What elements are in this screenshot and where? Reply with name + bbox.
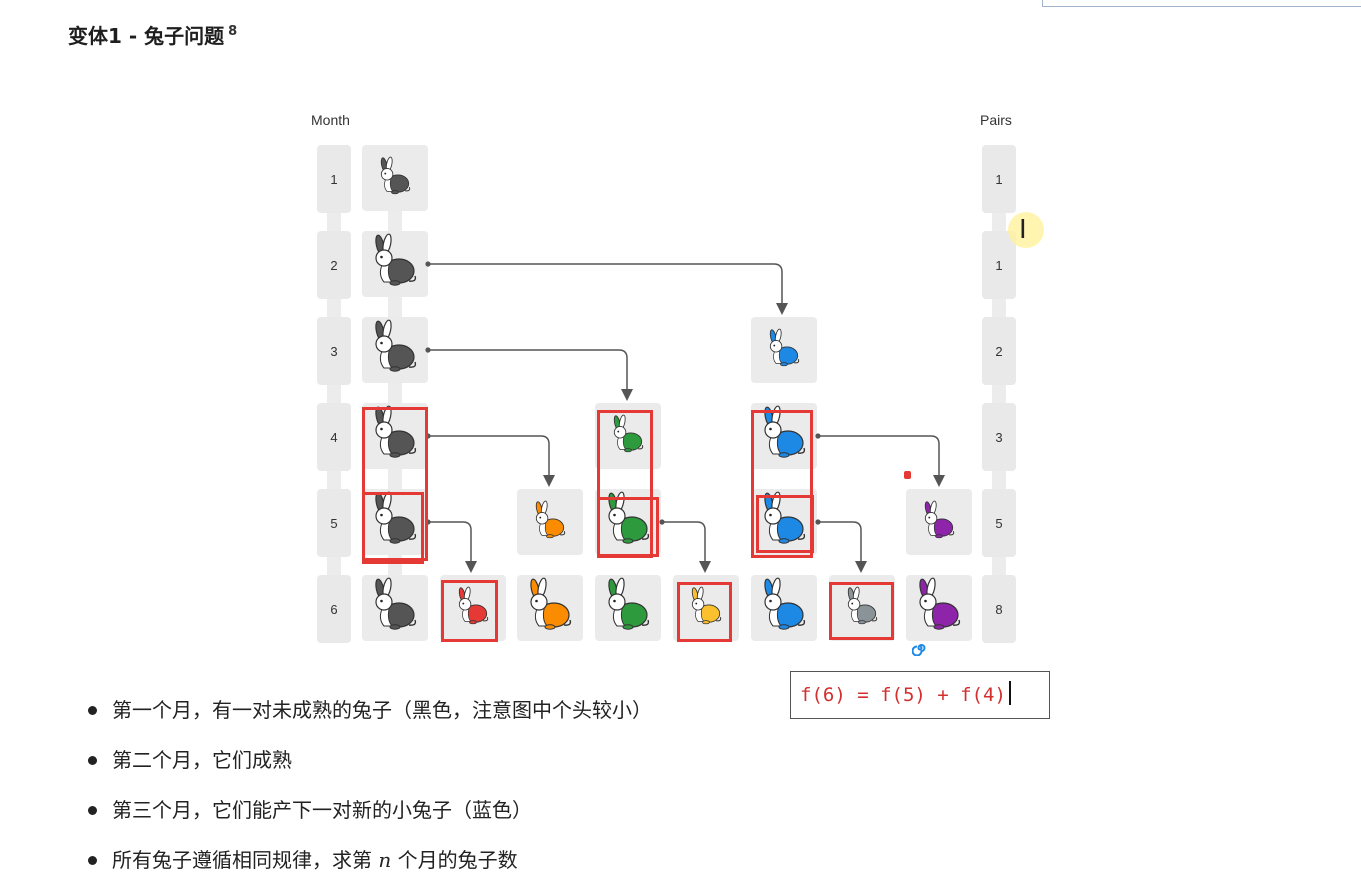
birth-arrow bbox=[818, 435, 945, 487]
month-cell: 1 bbox=[317, 145, 351, 213]
variable-n: n bbox=[378, 848, 392, 872]
rabbit-tile bbox=[595, 489, 661, 555]
month-column-header: Month bbox=[311, 112, 350, 128]
cursor-highlight bbox=[1008, 212, 1044, 248]
month-cell: 6 bbox=[317, 575, 351, 643]
rabbit-tile bbox=[362, 317, 428, 383]
rabbit-tile bbox=[362, 575, 428, 641]
birth-arrow bbox=[428, 263, 788, 315]
rabbit-tile bbox=[362, 489, 428, 555]
top-input-box-edge bbox=[1042, 0, 1361, 7]
rabbit-icon bbox=[924, 500, 955, 539]
rabbit-icon bbox=[608, 577, 650, 630]
birth-arrow bbox=[428, 435, 555, 487]
bullet-text: 个月的兔子数 bbox=[391, 848, 518, 872]
rabbit-icon bbox=[375, 319, 417, 372]
rabbit-tile bbox=[362, 145, 428, 211]
arrow-origin-dot bbox=[425, 347, 431, 353]
rabbit-icon bbox=[764, 491, 806, 544]
rabbit-tile bbox=[362, 231, 428, 297]
section-title-text: 变体1 - 兔子问题 bbox=[68, 24, 225, 48]
footnote-marker[interactable]: 8 bbox=[228, 24, 238, 40]
month-cell: 2 bbox=[317, 231, 351, 299]
arrow-origin-dot bbox=[425, 261, 431, 267]
bullet-text: 所有兔子遵循相同规律，求第 bbox=[112, 848, 379, 872]
bullet-item: 所有兔子遵循相同规律，求第 n 个月的兔子数 bbox=[88, 840, 652, 890]
rabbit-icon bbox=[535, 500, 566, 539]
red-highlight-box bbox=[751, 410, 813, 558]
red-highlight-box bbox=[362, 492, 424, 564]
red-highlight-box bbox=[362, 407, 428, 561]
rabbit-tile bbox=[906, 489, 972, 555]
month-cell: 4 bbox=[317, 403, 351, 471]
rabbit-icon bbox=[375, 577, 417, 630]
rabbit-tile bbox=[751, 317, 817, 383]
pairs-cell: 8 bbox=[982, 575, 1016, 643]
pairs-cell: 1 bbox=[982, 145, 1016, 213]
pairs-column-header: Pairs bbox=[980, 112, 1012, 128]
rabbit-tile bbox=[362, 403, 428, 469]
rabbit-icon bbox=[919, 577, 961, 630]
text-caret bbox=[1008, 681, 1011, 705]
rabbit-tile bbox=[751, 575, 817, 641]
text-cursor-icon: I bbox=[1019, 215, 1027, 245]
formula-text: f(6) = f(5) + f(4) bbox=[800, 684, 1006, 706]
arrow-origin-dot bbox=[815, 519, 821, 525]
red-highlight-box bbox=[756, 495, 814, 553]
pairs-cell: 2 bbox=[982, 317, 1016, 385]
rabbit-icon bbox=[530, 577, 572, 630]
bullet-item: 第三个月，它们能产下一对新的小兔子（蓝色） bbox=[88, 790, 652, 840]
rabbit-tile bbox=[751, 489, 817, 555]
spiral-icon bbox=[912, 644, 926, 656]
pairs-cell: 1 bbox=[982, 231, 1016, 299]
birth-arrow bbox=[428, 349, 633, 401]
red-highlight-box bbox=[829, 582, 894, 640]
rabbit-tile bbox=[595, 575, 661, 641]
birth-arrow bbox=[428, 521, 477, 573]
month-cell: 5 bbox=[317, 489, 351, 557]
rabbit-tile bbox=[829, 575, 895, 641]
bullet-item: 第二个月，它们成熟 bbox=[88, 740, 652, 790]
rabbit-icon bbox=[608, 491, 650, 544]
rabbit-tile bbox=[906, 575, 972, 641]
red-highlight-box bbox=[597, 497, 659, 557]
rabbit-icon bbox=[764, 577, 806, 630]
bullet-list: 第一个月，有一对未成熟的兔子（黑色，注意图中个头较小） 第二个月，它们成熟 第三… bbox=[88, 690, 652, 890]
birth-arrow bbox=[662, 521, 711, 573]
arrow-origin-dot bbox=[659, 519, 665, 525]
formula-annotation-box[interactable]: f(6) = f(5) + f(4) bbox=[790, 671, 1050, 719]
red-highlight-box bbox=[441, 580, 498, 642]
rabbit-icon bbox=[458, 586, 489, 625]
pairs-cell: 3 bbox=[982, 403, 1016, 471]
rabbit-icon bbox=[380, 156, 411, 195]
rabbit-icon bbox=[769, 328, 800, 367]
red-annotation-dot bbox=[904, 471, 911, 479]
rabbit-icon bbox=[375, 405, 417, 458]
rabbit-tile bbox=[517, 489, 583, 555]
rabbit-tile bbox=[673, 575, 739, 641]
rabbit-icon bbox=[375, 233, 417, 286]
bullet-item: 第一个月，有一对未成熟的兔子（黑色，注意图中个头较小） bbox=[88, 690, 652, 740]
rabbit-icon bbox=[847, 586, 878, 625]
birth-arrow bbox=[818, 521, 867, 573]
rabbit-icon bbox=[375, 491, 417, 544]
pairs-cell: 5 bbox=[982, 489, 1016, 557]
month-cell: 3 bbox=[317, 317, 351, 385]
arrow-origin-dot bbox=[815, 433, 821, 439]
rabbit-icon bbox=[613, 414, 644, 453]
rabbit-tile bbox=[517, 575, 583, 641]
rabbit-icon bbox=[691, 586, 722, 625]
red-highlight-box bbox=[677, 582, 732, 642]
